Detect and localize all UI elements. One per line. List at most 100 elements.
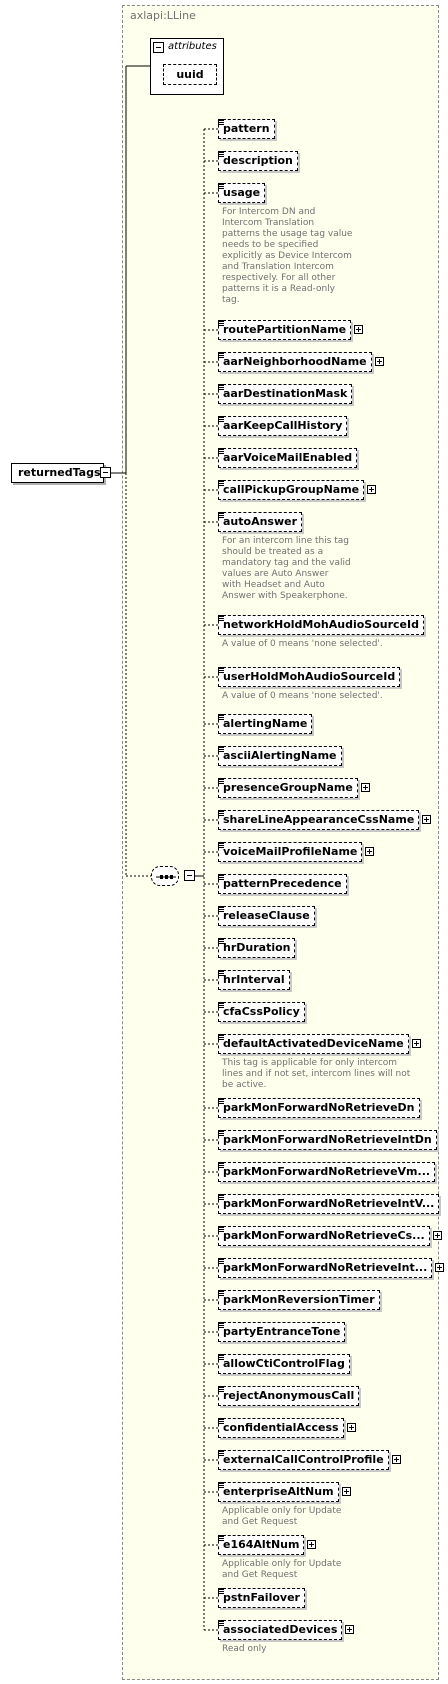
element-associateddevices[interactable]: associatedDevices xyxy=(218,1620,343,1640)
element-hrduration[interactable]: hrDuration xyxy=(218,938,296,958)
element-label: parkMonForwardNoRetrieveCs... xyxy=(223,1229,425,1242)
element-allowcticontrolflag[interactable]: allowCtiControlFlag xyxy=(218,1354,350,1374)
attribute-uuid[interactable]: uuid xyxy=(163,64,217,85)
element-parkmonforwardnoretrieveint[interactable]: parkMonForwardNoRetrieveInt... xyxy=(218,1258,433,1278)
element-label: routePartitionName xyxy=(223,323,347,336)
element-patternprecedence[interactable]: patternPrecedence xyxy=(218,874,347,894)
expand-icon[interactable] xyxy=(412,1039,421,1048)
element-label: releaseClause xyxy=(223,909,310,922)
element-cfacsspolicy[interactable]: cfaCssPolicy xyxy=(218,1002,305,1022)
element-releaseclause[interactable]: releaseClause xyxy=(218,906,315,926)
element-label: asciiAlertingName xyxy=(223,749,337,762)
root-element-returnedtags[interactable]: returnedTags xyxy=(11,463,104,483)
expand-icon[interactable] xyxy=(361,783,370,792)
element-label: voiceMailProfileName xyxy=(223,845,358,858)
element-label: parkMonForwardNoRetrieveIntV... xyxy=(223,1197,435,1210)
element-pattern[interactable]: pattern xyxy=(218,119,275,139)
expand-icon[interactable] xyxy=(392,1455,401,1464)
element-label: aarNeighborhoodName xyxy=(223,355,367,368)
element-label: parkMonForwardNoRetrieveInt... xyxy=(223,1261,428,1274)
element-label: presenceGroupName xyxy=(223,781,353,794)
element-label: parkMonReversionTimer xyxy=(223,1293,375,1306)
element-label: enterpriseAltNum xyxy=(223,1485,334,1498)
element-parkmonforwardnoretrievevm[interactable]: parkMonForwardNoRetrieveVm... xyxy=(218,1162,436,1182)
element-usage[interactable]: usage xyxy=(218,183,266,203)
element-annotation: Applicable only for Update and Get Reque… xyxy=(222,1559,342,1580)
element-label: rejectAnonymousCall xyxy=(223,1389,355,1402)
collapse-root-icon[interactable] xyxy=(100,467,111,478)
element-label: parkMonForwardNoRetrieveVm... xyxy=(223,1165,431,1178)
element-annotation: For Intercom DN and Intercom Translation… xyxy=(222,207,353,305)
element-label: parkMonForwardNoRetrieveDn xyxy=(223,1101,415,1114)
element-e164altnum[interactable]: e164AltNum xyxy=(218,1535,305,1555)
expand-icon[interactable] xyxy=(433,1231,442,1240)
element-parkmonforwardnoretrievedn[interactable]: parkMonForwardNoRetrieveDn xyxy=(218,1098,420,1118)
element-externalcallcontrolprofile[interactable]: externalCallControlProfile xyxy=(218,1450,389,1470)
element-aardestinationmask[interactable]: aarDestinationMask xyxy=(218,384,353,404)
element-label: parkMonForwardNoRetrieveIntDn xyxy=(223,1133,432,1146)
expand-icon[interactable] xyxy=(367,485,376,494)
complex-type-title: axlapi:LLine xyxy=(130,9,196,22)
element-label: hrDuration xyxy=(223,941,291,954)
element-alertingname[interactable]: alertingName xyxy=(218,714,313,734)
element-annotation: Read only xyxy=(222,1644,267,1654)
element-networkholdmohaudiosourceid[interactable]: networkHoldMohAudioSourceId xyxy=(218,615,424,635)
expand-icon[interactable] xyxy=(354,325,363,334)
element-rejectanonymouscall[interactable]: rejectAnonymousCall xyxy=(218,1386,360,1406)
element-label: confidentialAccess xyxy=(223,1421,339,1434)
expand-icon[interactable] xyxy=(347,1423,356,1432)
element-label: alertingName xyxy=(223,717,308,730)
element-parkmonforwardnoretrievecs[interactable]: parkMonForwardNoRetrieveCs... xyxy=(218,1226,430,1246)
element-label: usage xyxy=(223,186,261,199)
element-label: cfaCssPolicy xyxy=(223,1005,300,1018)
element-aarkeepcallhistory[interactable]: aarKeepCallHistory xyxy=(218,416,348,436)
element-label: associatedDevices xyxy=(223,1623,338,1636)
element-annotation: Applicable only for Update and Get Reque… xyxy=(222,1506,342,1527)
element-label: allowCtiControlFlag xyxy=(223,1357,345,1370)
element-description[interactable]: description xyxy=(218,151,298,171)
element-aarvoicemailenabled[interactable]: aarVoiceMailEnabled xyxy=(218,448,358,468)
element-voicemailprofilename[interactable]: voiceMailProfileName xyxy=(218,842,363,862)
attributes-title: attributes xyxy=(168,41,217,52)
element-parkmonreversiontimer[interactable]: parkMonReversionTimer xyxy=(218,1290,380,1310)
expand-icon[interactable] xyxy=(435,1263,444,1272)
element-label: hrInterval xyxy=(223,973,285,986)
element-sharelineappearancecssname[interactable]: shareLineAppearanceCssName xyxy=(218,810,420,830)
element-label: networkHoldMohAudioSourceId xyxy=(223,618,419,631)
expand-icon[interactable] xyxy=(345,1625,354,1634)
element-callpickupgroupname[interactable]: callPickupGroupName xyxy=(218,480,365,500)
element-routepartitionname[interactable]: routePartitionName xyxy=(218,320,352,340)
element-label: callPickupGroupName xyxy=(223,483,360,496)
collapse-attributes-icon[interactable] xyxy=(153,42,164,53)
element-label: aarKeepCallHistory xyxy=(223,419,343,432)
element-aarneighborhoodname[interactable]: aarNeighborhoodName xyxy=(218,352,372,372)
element-asciialertingname[interactable]: asciiAlertingName xyxy=(218,746,342,766)
expand-icon[interactable] xyxy=(307,1540,316,1549)
expand-icon[interactable] xyxy=(365,847,374,856)
element-label: shareLineAppearanceCssName xyxy=(223,813,415,826)
element-annotation: A value of 0 means 'none selected'. xyxy=(222,639,383,649)
element-presencegroupname[interactable]: presenceGroupName xyxy=(218,778,358,798)
expand-icon[interactable] xyxy=(422,815,431,824)
element-userholdmohaudiosourceid[interactable]: userHoldMohAudioSourceId xyxy=(218,667,401,687)
expand-icon[interactable] xyxy=(375,357,384,366)
element-autoanswer[interactable]: autoAnswer xyxy=(218,512,303,532)
element-confidentialaccess[interactable]: confidentialAccess xyxy=(218,1418,344,1438)
element-label: externalCallControlProfile xyxy=(223,1453,384,1466)
element-label: pstnFailover xyxy=(223,1591,300,1604)
element-enterprisealtnum[interactable]: enterpriseAltNum xyxy=(218,1482,339,1502)
element-defaultactivateddevicename[interactable]: defaultActivatedDeviceName xyxy=(218,1034,409,1054)
element-pstnfailover[interactable]: pstnFailover xyxy=(218,1588,305,1608)
element-label: e164AltNum xyxy=(223,1538,300,1551)
element-annotation: For an intercom line this tag should be … xyxy=(222,536,351,601)
expand-icon[interactable] xyxy=(342,1487,351,1496)
element-parkmonforwardnoretrieveintdn[interactable]: parkMonForwardNoRetrieveIntDn xyxy=(218,1130,437,1150)
element-partyentrancetone[interactable]: partyEntranceTone xyxy=(218,1322,346,1342)
element-label: autoAnswer xyxy=(223,515,298,528)
element-label: userHoldMohAudioSourceId xyxy=(223,670,396,683)
element-parkmonforwardnoretrieveintv[interactable]: parkMonForwardNoRetrieveIntV... xyxy=(218,1194,440,1214)
collapse-sequence-icon[interactable] xyxy=(184,870,195,881)
element-hrinterval[interactable]: hrInterval xyxy=(218,970,290,990)
element-label: pattern xyxy=(223,122,270,135)
